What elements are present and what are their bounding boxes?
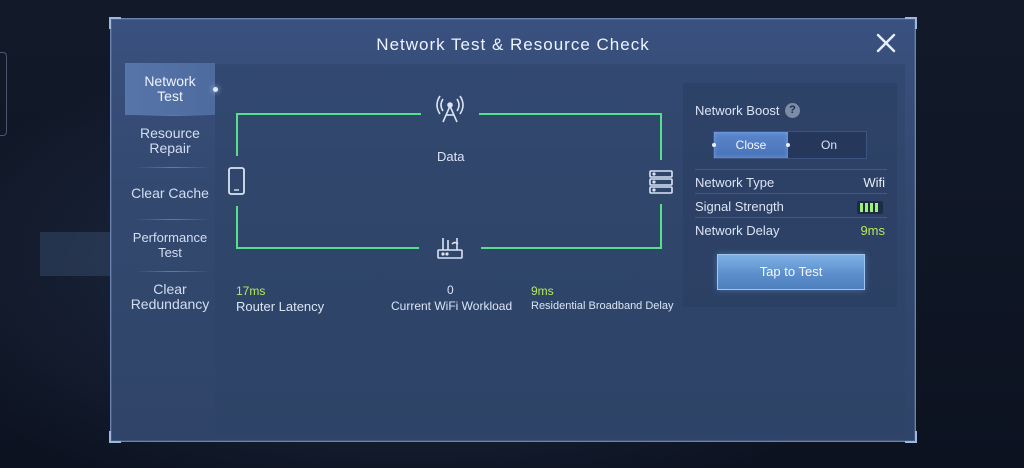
active-indicator [213,87,218,92]
signal-bar [865,203,868,212]
sidebar-item-network-test[interactable]: Network Test [125,63,218,115]
signal-bar [870,203,873,212]
network-diagram [228,95,673,259]
sidebar-item-resource-repair[interactable]: Resource Repair [125,115,215,167]
corner-ornament [109,17,121,29]
corner-ornament [905,17,917,29]
close-icon [876,33,896,53]
corner-ornament [109,431,121,443]
sidebar-item-label: Resource Repair [140,125,200,156]
close-button[interactable] [875,32,897,54]
sidebar-item-clear-redundancy[interactable]: Clear Redundancy [125,271,215,323]
background-side-menu [0,0,110,468]
sidebar-item-performance-test[interactable]: Performance Test [125,219,215,271]
network-status-panel: Network Boost ? Close On Network Type Wi… [683,83,897,307]
network-type-label: Network Type [695,175,775,190]
router-icon [437,238,463,259]
network-delay-value: 9ms [860,223,885,238]
network-test-dialog: Network Test & Resource Check Network Te… [109,17,917,443]
router-latency-label: Router Latency [236,299,325,314]
signal-bar [860,203,863,212]
broadband-delay-label: Residential Broadband Delay [531,300,674,312]
router-latency-value: 17ms [236,284,266,298]
background-edge-tab [0,52,7,136]
network-delay-label: Network Delay [695,223,780,238]
sidebar-item-label: Clear Redundancy [130,281,210,312]
network-diagram-panel: Data 17ms Router Latency 0 Current WiFi … [215,64,677,314]
signal-strength-label: Signal Strength [695,199,784,214]
sidebar-item-label: Clear Cache [131,184,209,201]
wifi-workload-label: Current WiFi Workload [391,299,513,313]
network-type-value: Wifi [863,175,885,190]
divider [695,193,887,194]
sidebar-item-label: Network Test [144,73,196,104]
tap-to-test-button[interactable]: Tap to Test [717,254,865,290]
background-highlight [40,232,110,276]
divider [695,217,887,218]
divider [695,169,887,170]
help-icon[interactable]: ? [785,103,800,118]
sidebar-item-label: Performance Test [132,230,208,260]
sidebar-item-clear-cache[interactable]: Clear Cache [125,167,215,219]
phone-icon [228,167,245,195]
dialog-title: Network Test & Resource Check [376,35,650,54]
sidebar-nav: Network Test Resource Repair Clear Cache… [125,63,218,323]
signal-strength-indicator [857,201,883,214]
signal-bar [875,203,878,212]
antenna-icon [436,95,464,123]
boost-close-option[interactable]: Close [712,132,790,158]
data-label: Data [437,149,465,164]
wifi-workload-value: 0 [447,283,454,297]
server-icon [649,170,673,194]
corner-ornament [905,431,917,443]
network-boost-label: Network Boost [695,103,780,118]
boost-on-option[interactable]: On [820,138,837,152]
connection-lines [236,113,662,249]
network-boost-toggle: Close On [712,131,867,159]
broadband-delay-value: 9ms [531,284,554,298]
